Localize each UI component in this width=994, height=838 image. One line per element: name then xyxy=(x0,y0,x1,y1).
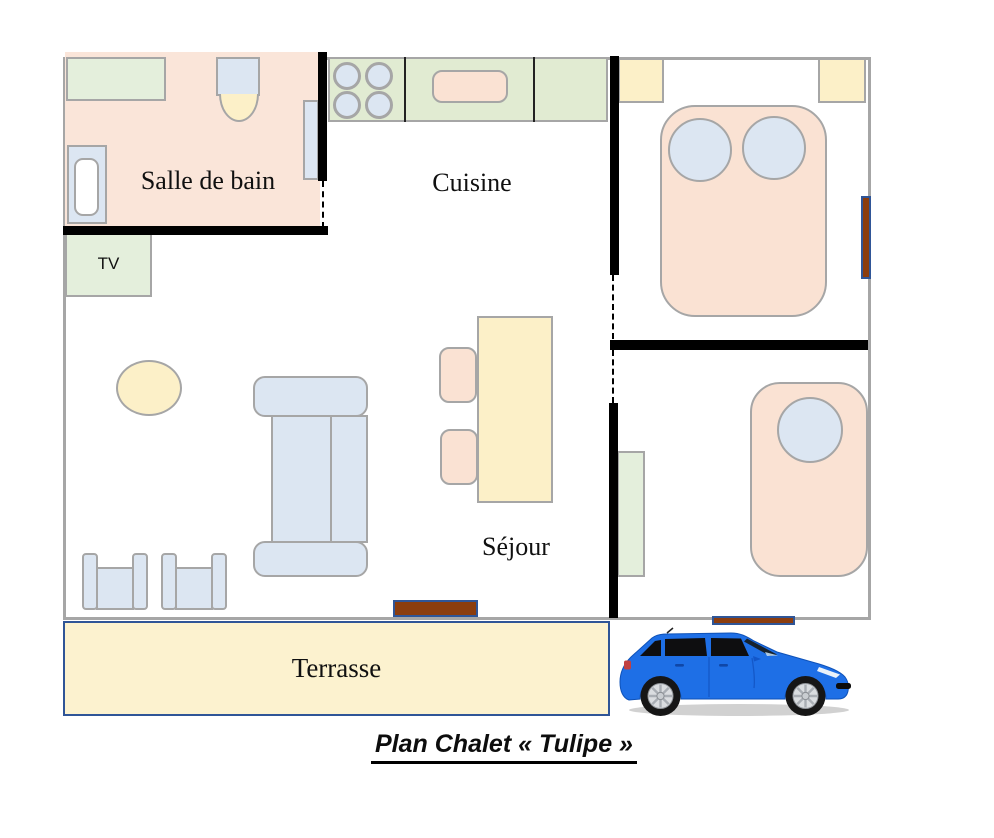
bedroom2-doormat xyxy=(712,616,795,625)
nightstand-right xyxy=(818,58,866,103)
armchair2-seat xyxy=(175,567,213,610)
counter-divider-2 xyxy=(533,57,535,122)
car-windshield xyxy=(744,638,777,656)
bathroom-right-wall xyxy=(318,52,327,181)
kitchen-sink xyxy=(432,70,508,103)
bedroom1-door xyxy=(612,275,614,339)
bathroom-door xyxy=(322,181,324,228)
dining-chair-1 xyxy=(439,347,477,403)
wardrobe xyxy=(617,451,645,577)
pillow-single xyxy=(777,397,843,463)
tv-label: TV xyxy=(97,254,120,273)
bedroom1-window xyxy=(861,196,871,279)
tv-cabinet: TV xyxy=(65,231,152,297)
armchair1-seat xyxy=(96,567,134,610)
plan-title: Plan Chalet « Tulipe » xyxy=(371,730,637,764)
kitchen-label: Cuisine xyxy=(432,168,512,197)
dining-chair-2 xyxy=(440,429,478,485)
kitchen-bedroom-wall xyxy=(610,56,619,275)
counter-divider-1 xyxy=(404,57,406,122)
bedroom2-door xyxy=(612,350,614,403)
car-front-wheel xyxy=(785,676,826,716)
terrace-label: Terrasse xyxy=(291,653,382,683)
car-taillight xyxy=(624,660,631,670)
car-door-handle xyxy=(719,664,728,667)
car-antenna xyxy=(666,627,674,634)
car-door-handle xyxy=(675,664,684,667)
sofa-armrest-top xyxy=(253,376,368,417)
bathroom-shelf xyxy=(66,57,166,101)
car-rear-door-window xyxy=(665,638,707,656)
car-front-door-window xyxy=(711,638,749,656)
stove-burner-4 xyxy=(365,91,393,119)
living-room-label: Séjour xyxy=(482,532,550,561)
car-image xyxy=(619,627,851,716)
bathtub-basin xyxy=(74,158,99,216)
stove-burner-3 xyxy=(333,91,361,119)
armchair2-right-arm xyxy=(211,553,227,610)
car-rear-quarter-window xyxy=(640,640,661,656)
pillow-left xyxy=(668,118,732,182)
nightstand-left xyxy=(618,58,664,103)
bedrooms-divider-wall xyxy=(610,340,868,350)
stove-burner-2 xyxy=(365,62,393,90)
car-grille xyxy=(836,683,851,689)
car-rear-wheel xyxy=(640,676,681,716)
bathroom-bottom-wall xyxy=(63,226,328,235)
car-mirror xyxy=(753,656,761,662)
side-table xyxy=(116,360,182,416)
sofa-armrest-bottom xyxy=(253,541,368,577)
dining-table xyxy=(477,316,553,503)
sofa-seat xyxy=(271,415,368,543)
pillow-right xyxy=(742,116,806,180)
sofa-cushion-divider xyxy=(330,417,332,541)
toilet-tank xyxy=(216,57,260,96)
stove-burner-1 xyxy=(333,62,361,90)
terrace-doormat xyxy=(393,600,478,617)
terrace: Terrasse xyxy=(63,621,610,716)
bedroom2-wall xyxy=(609,403,618,618)
bathroom-label: Salle de bain xyxy=(140,166,276,195)
car-headlight xyxy=(817,667,840,678)
armchair1-right-arm xyxy=(132,553,148,610)
